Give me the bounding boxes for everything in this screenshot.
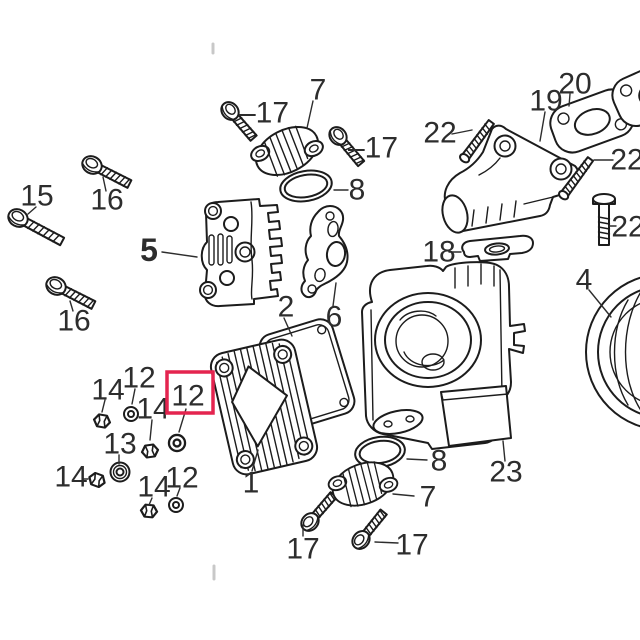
callout-12-c[interactable]: 12 [165, 462, 198, 495]
part-12-washer-c [168, 497, 184, 513]
callout-4[interactable]: 4 [576, 264, 593, 297]
callout-18[interactable]: 18 [422, 236, 455, 269]
part-14-nut-d [139, 503, 159, 519]
callout-17-bottom-right[interactable]: 17 [395, 529, 428, 562]
callout-14-d[interactable]: 14 [137, 471, 170, 504]
part-6-gasket [300, 205, 349, 299]
part-4-cap-clipped [585, 276, 640, 428]
callout-7-top[interactable]: 7 [310, 74, 327, 107]
part-19-intake-manifold [441, 124, 579, 234]
part-18-plate [461, 234, 534, 262]
callout-17-bottom-left[interactable]: 17 [286, 533, 319, 566]
callout-20[interactable]: 20 [558, 68, 591, 101]
part-20-gasket [549, 88, 635, 154]
callout-22-right-top[interactable]: 22 [610, 144, 640, 177]
part-12-washer-b [167, 433, 187, 453]
callout-17-top-left[interactable]: –17 [239, 97, 289, 130]
part-5-plate [199, 198, 283, 308]
callout-14-c[interactable]: 14 [54, 461, 87, 494]
part-17-bolt-bottom-right [347, 505, 391, 554]
part-13-flange-nut [109, 461, 131, 483]
part-23-cylinder-head [361, 261, 526, 450]
part-22-bolt-right [592, 193, 616, 246]
leader-lines [27, 93, 617, 544]
callout-12-a[interactable]: 12 [122, 362, 155, 395]
part-7-cap-top [250, 125, 324, 177]
callout-15[interactable]: 15 [20, 180, 53, 213]
part-gasket-top-right-clipped [611, 55, 640, 127]
callout-19[interactable]: 19 [529, 85, 562, 118]
callout-8-top[interactable]: 8 [349, 174, 366, 207]
callout-8-bottom[interactable]: 8 [431, 445, 448, 478]
callout-14-b[interactable]: 14 [136, 393, 169, 426]
callout-5[interactable]: 5 [140, 232, 158, 268]
part-8-oring-top [279, 169, 333, 203]
callout-12-highlighted[interactable]: 12 [171, 380, 204, 413]
callout-16-upper[interactable]: 16 [90, 184, 123, 217]
part-14-nut-c [86, 470, 108, 490]
callout-13[interactable]: 13 [103, 428, 136, 461]
part-7-cap-bottom [327, 461, 399, 508]
callout-14-a[interactable]: 14 [91, 374, 124, 407]
callout-2[interactable]: 2 [278, 291, 295, 324]
part-1-finned-cover [209, 338, 319, 476]
callout-17-top-right[interactable]: –17 [348, 132, 398, 165]
callout-7-bottom[interactable]: 7 [420, 481, 437, 514]
callout-22-right-bottom[interactable]: 22 [611, 211, 640, 244]
highlight-box[interactable] [165, 370, 215, 415]
callout-23[interactable]: 23 [489, 456, 522, 489]
part-14-nut-b [140, 442, 160, 460]
callout-6[interactable]: 6 [326, 301, 343, 334]
callout-16-lower[interactable]: 16 [57, 305, 90, 338]
callout-1[interactable]: 1 [243, 467, 260, 500]
part-14-nut-a [91, 412, 113, 430]
callout-22-left[interactable]: 22 [423, 117, 456, 150]
